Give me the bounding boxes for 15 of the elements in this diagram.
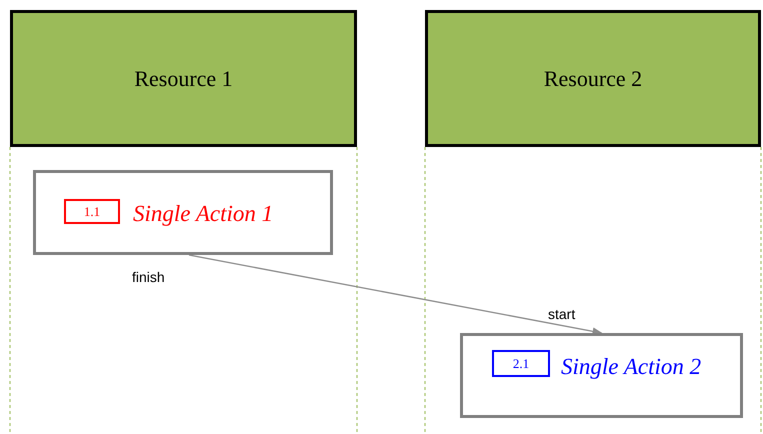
node-text: 2.1 [512, 354, 530, 373]
lane-header [10, 10, 357, 147]
edge-end-label: finish [132, 268, 165, 287]
action-box [33, 170, 333, 255]
id-box [492, 350, 550, 377]
node-text: Resource 2 [544, 65, 642, 93]
id-box [64, 199, 120, 224]
node-text: Resource 1 [134, 65, 233, 93]
edge-end-label: start [548, 305, 576, 324]
node-text: Single Action 1 [133, 200, 274, 228]
node-text: Single Action 2 [561, 353, 702, 381]
arrow [188, 254, 602, 336]
node-text: 1.1 [84, 202, 100, 221]
action-box [460, 333, 743, 418]
lane-header [425, 10, 761, 147]
